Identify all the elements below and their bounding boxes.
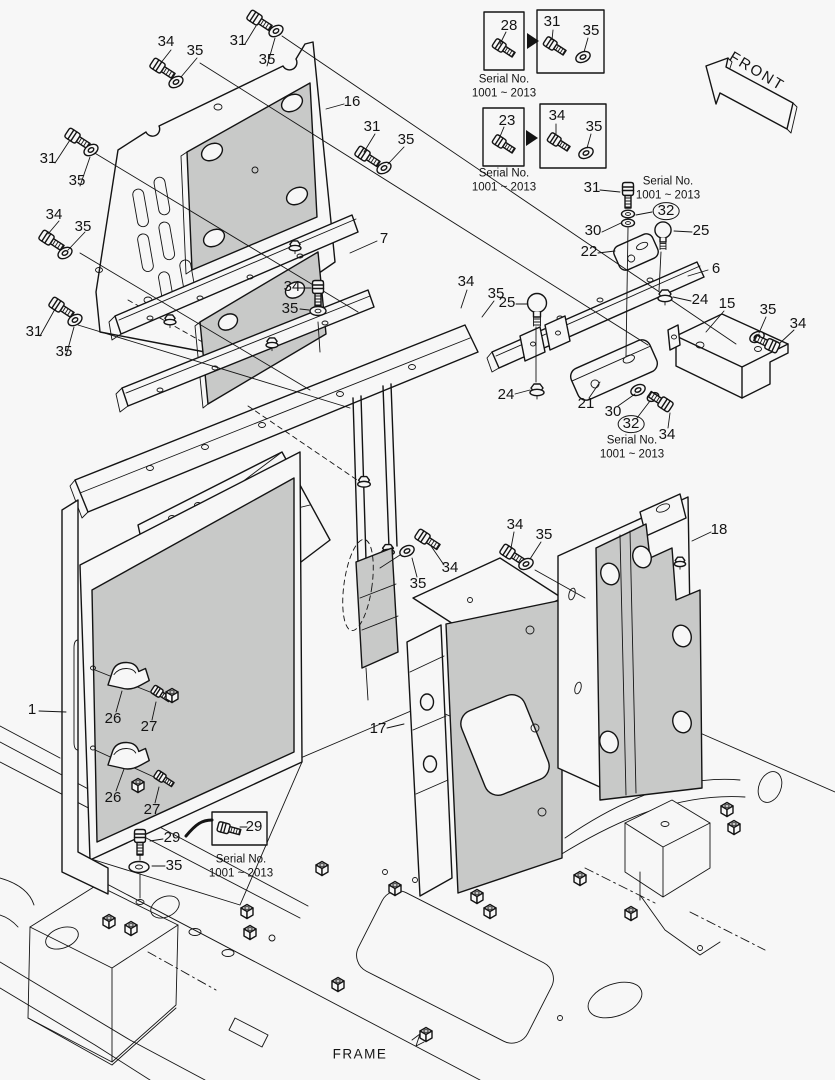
bolt-29 bbox=[133, 828, 147, 856]
hardware bbox=[37, 8, 782, 872]
bolt-31 bbox=[245, 8, 275, 34]
frame-pedestal bbox=[0, 878, 178, 1065]
weld-nut bbox=[165, 687, 179, 704]
front-arrow bbox=[706, 58, 797, 133]
part-22-plate bbox=[612, 232, 661, 273]
serial-change-insets bbox=[186, 10, 606, 845]
washer-30 bbox=[628, 381, 648, 399]
part-7-lower-pad bbox=[195, 252, 326, 408]
part-15-bracket bbox=[668, 314, 788, 398]
washer-35 bbox=[397, 542, 417, 560]
part-17-bracket bbox=[407, 558, 562, 896]
part-6-bar bbox=[487, 262, 704, 372]
part-7-bracket-rail bbox=[109, 215, 358, 340]
nut-24 bbox=[529, 383, 545, 400]
part-7-lower-rail bbox=[116, 290, 374, 412]
bolt-31 bbox=[621, 181, 635, 209]
part-18-plate bbox=[558, 494, 702, 800]
frame-mount-bracket bbox=[625, 800, 720, 955]
bolt-31 bbox=[353, 144, 383, 170]
knob-25 bbox=[654, 221, 672, 251]
knob-25 bbox=[526, 292, 548, 327]
weld-nut bbox=[131, 777, 145, 794]
bolt-34 bbox=[413, 527, 443, 553]
part-21-plate bbox=[568, 337, 660, 403]
frame-opening bbox=[350, 885, 559, 1050]
nut-24 bbox=[657, 289, 673, 306]
